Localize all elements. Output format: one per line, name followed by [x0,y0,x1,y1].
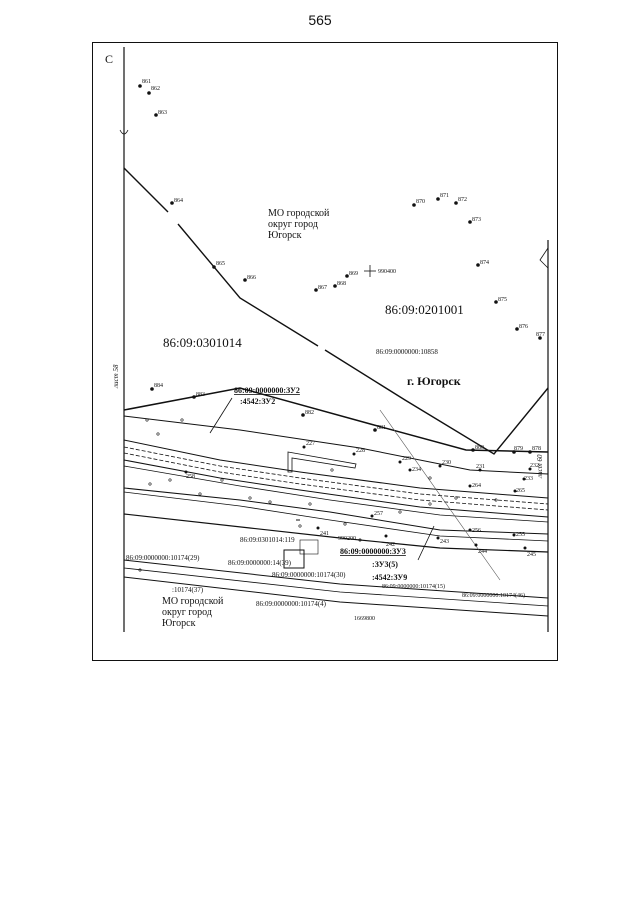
point-871: 871 [440,193,449,199]
point-229: 229 [402,456,411,462]
point-862: 862 [151,86,160,92]
municipality-top-line1: МО городской [268,208,330,219]
point-875: 875 [498,297,507,303]
point-245: 245 [527,552,536,558]
point-861: 861 [142,79,151,85]
survey-points: 861 862 863 864 865 866 867 868 869 870 … [138,79,545,558]
point-232: 232 [530,463,539,469]
point-881: 881 [377,425,386,431]
parcel-14-39: 86:09:0000000:14(39) [228,559,292,567]
point-242: 242 [386,542,395,548]
parcel-zu2-top: 86:09:0000000:ЗУ2 [234,386,300,395]
north-label: С [105,52,113,66]
point-265: 265 [516,488,525,494]
municipality-bottom-line2: округ город [162,607,212,618]
grid-cross-icon [364,265,376,277]
point-868: 868 [337,281,346,287]
point-872: 872 [458,197,467,203]
point-870: 870 [416,199,425,205]
parcel-10858: 86:09:0000000:10858 [376,348,438,356]
point-864: 864 [174,198,183,204]
point-882: 882 [305,410,314,416]
point-227: 227 [306,441,315,447]
right-sheet-label: лист 60 [536,454,544,479]
parcel-zu2-bottom: :4542:ЗУ2 [240,397,275,406]
cross-label: 990400 [378,269,396,275]
point-867: 867 [318,285,327,291]
parcel-119: 86:09:0301014:119 [240,536,295,544]
point-241: 241 [320,531,329,537]
point-869: 869 [349,271,358,277]
municipality-bottom-line1: МО городской [162,596,224,607]
parcel-10174-29: 86:09:0000000:10174(29) [126,554,200,562]
point-257: 257 [374,511,383,517]
parcel-zu3-5: :ЗУ3(5) [372,560,398,569]
municipality-bottom-line3: Югорск [162,618,196,629]
cross-bottom-label: 990200 [338,536,356,542]
point-880: 880 [475,445,484,451]
point-879: 879 [514,446,523,452]
map-sheet [92,42,558,661]
point-865: 865 [216,261,225,267]
point-873: 873 [472,217,481,223]
point-863: 863 [158,110,167,116]
parcel-10174-46: 86:09:0000000:10174(46) [462,592,525,599]
point-233: 233 [524,476,533,482]
point-234: 234 [412,467,421,473]
bottom-number: 1669800 [354,616,375,622]
point-231: 231 [476,464,485,470]
point-877: 877 [536,332,545,338]
boundary-line [123,167,169,213]
point-874: 874 [480,260,489,266]
point-876: 876 [519,324,528,330]
point-228: 228 [356,448,365,454]
parcel-10174-37: :10174(37) [172,586,204,594]
point-878: 878 [532,446,541,452]
point-258: 258 [186,474,195,480]
block-right-label: 86:09:0201001 [385,302,464,317]
municipality-top-line3: Югорск [268,230,302,241]
municipality-top-line2: округ город [268,219,318,230]
point-884: 884 [154,383,163,389]
point-883: 883 [196,392,205,398]
block-left-label: 86:09:0301014 [163,335,242,350]
page-number: 565 [308,12,332,28]
point-243: 243 [440,539,449,545]
point-264: 264 [472,483,481,489]
left-sheet-label: лист 58 [112,364,120,389]
parcel-zu9: :4542:ЗУ9 [372,573,407,582]
parcel-10174-4: 86:09:0000000:10174(4) [256,600,327,608]
point-866: 866 [247,275,256,281]
town-label: г. Югорск [407,374,461,388]
point-256: 256 [472,528,481,534]
parcel-10174-30: 86:09:0000000:10174(30) [272,571,346,579]
point-244: 244 [478,549,487,555]
parcel-10174-15: 86:09:0000000:10174(15) [382,583,445,590]
point-230: 230 [442,460,451,466]
parcel-zu3: 86:09:0000000:ЗУ3 [340,547,406,556]
point-255: 255 [516,532,525,538]
